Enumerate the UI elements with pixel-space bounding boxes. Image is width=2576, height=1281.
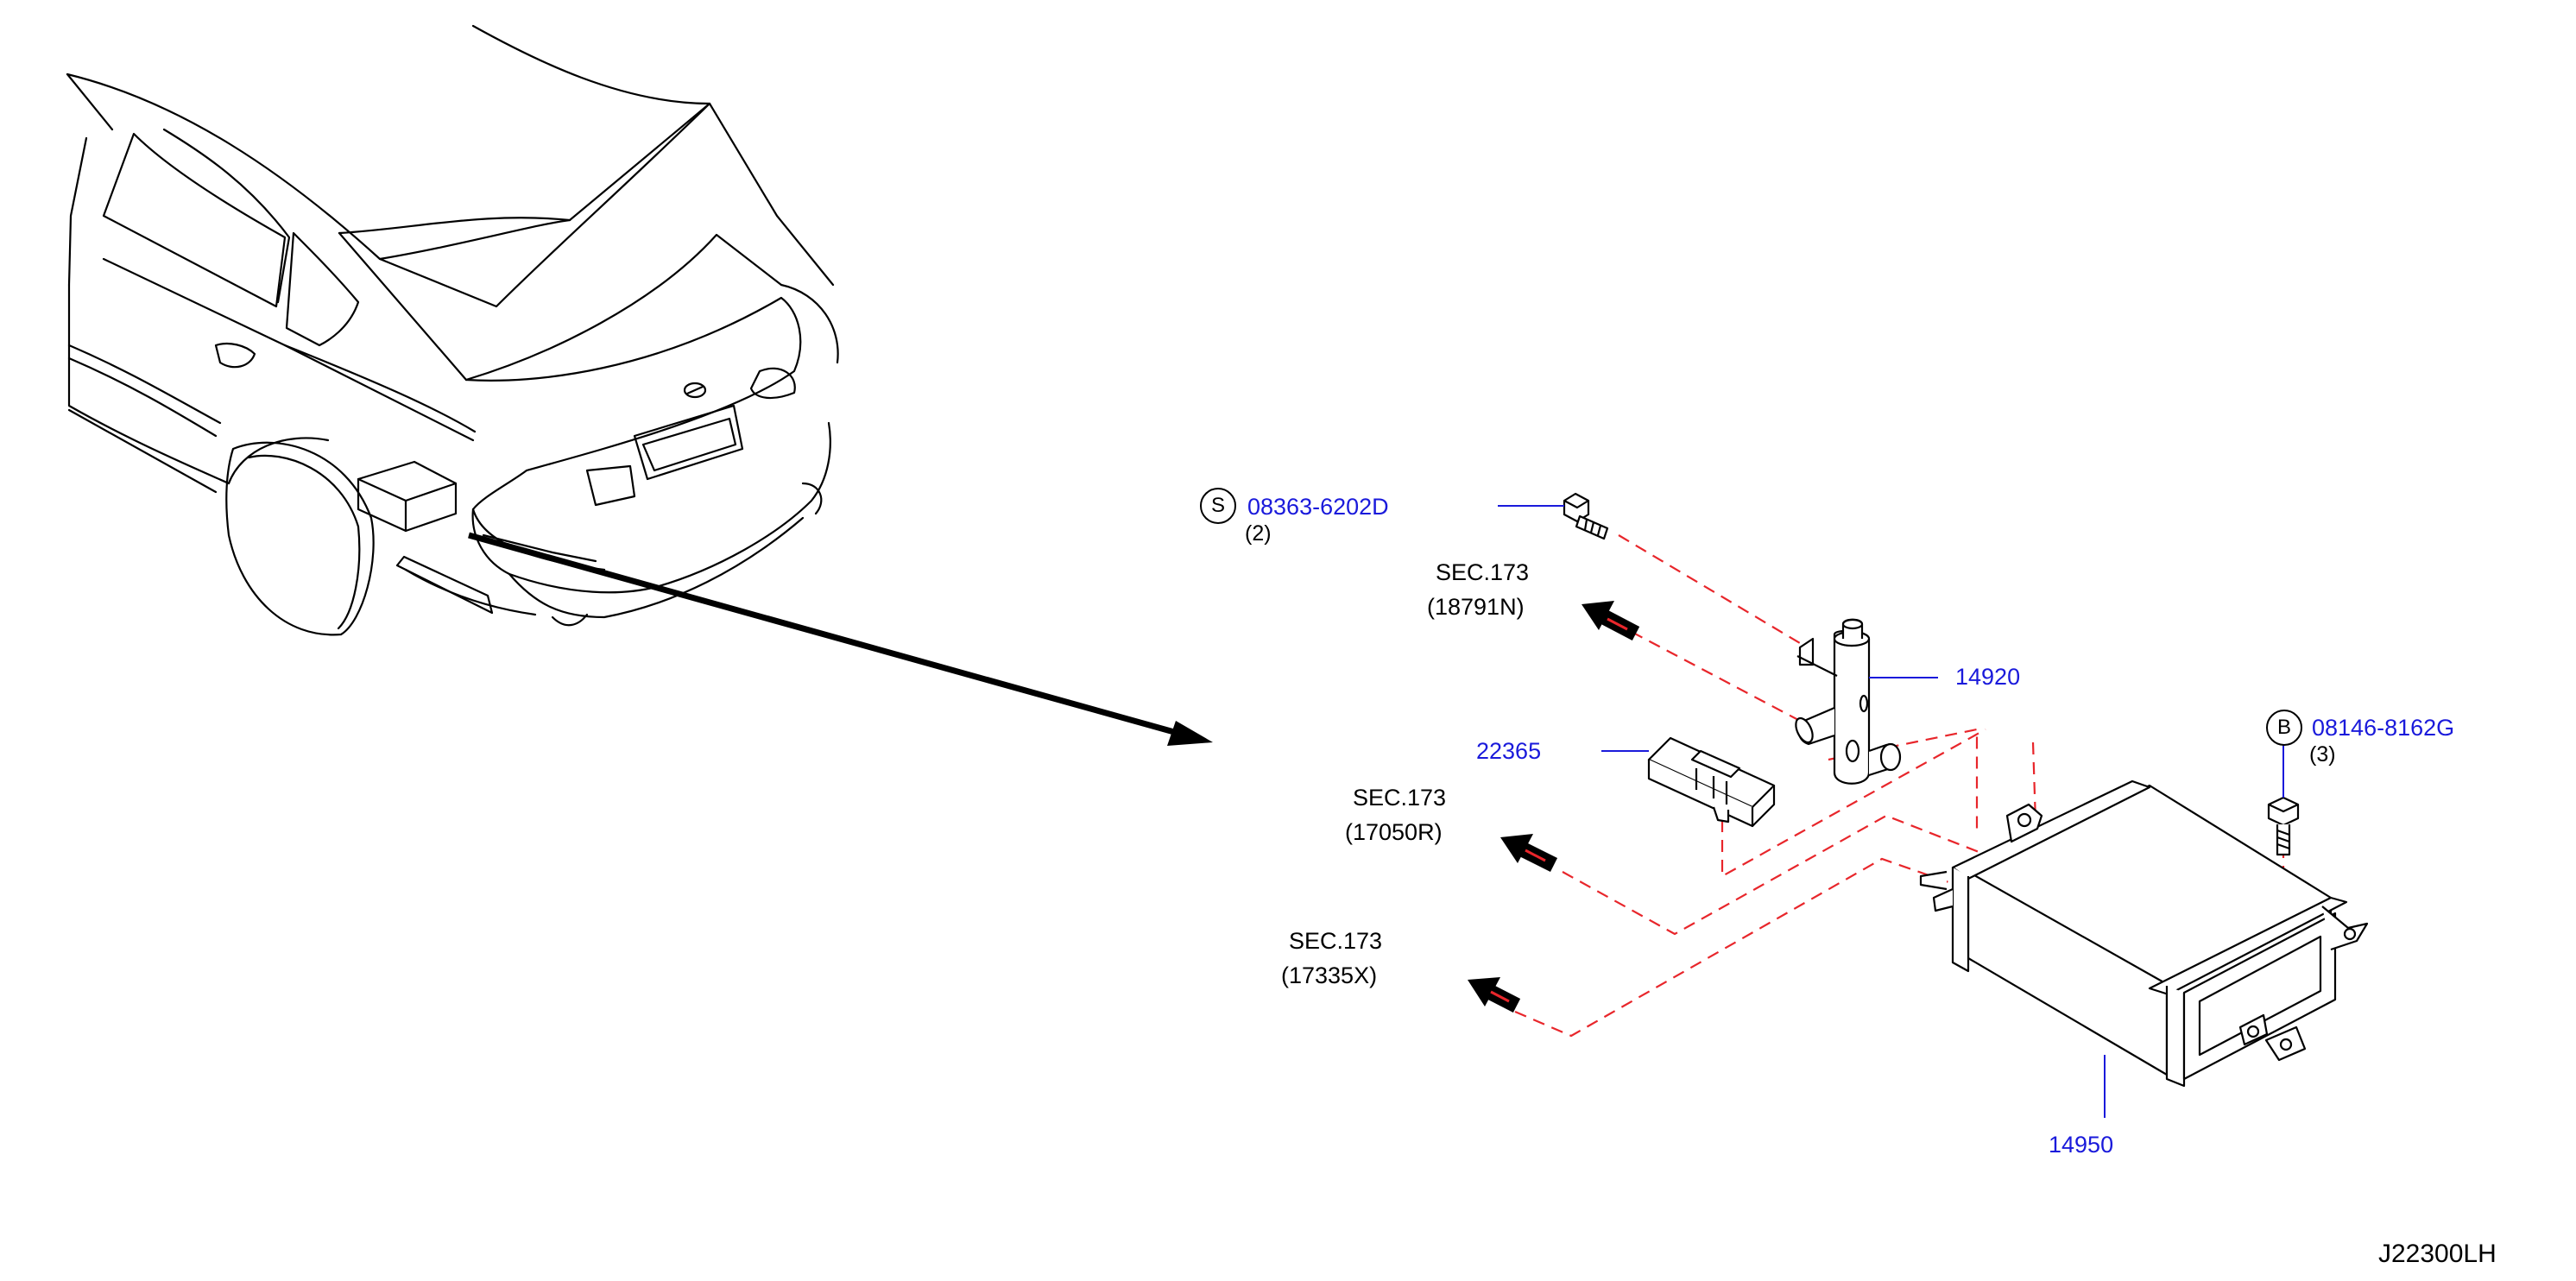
bolt-s-icon xyxy=(1563,492,1609,540)
valve-14920-icon xyxy=(1795,618,1902,785)
section-3-label[interactable]: SEC.173 xyxy=(1289,928,1383,954)
callout-part-22365[interactable]: 22365 xyxy=(1476,738,1542,764)
callout-symbol-b: B xyxy=(2266,710,2302,746)
canister-14950-icon xyxy=(1919,779,2369,1088)
callout-part-08363[interactable]: 08363-6202D xyxy=(1247,494,1389,520)
section-arrow-1 xyxy=(1582,601,1640,640)
section-1-ref[interactable]: (18791N) xyxy=(1427,594,1525,620)
callout-leaders xyxy=(1498,505,2284,1118)
section-2-label[interactable]: SEC.173 xyxy=(1353,785,1447,811)
callout-qty-s: (2) xyxy=(1245,521,1272,546)
callout-part-14920[interactable]: 14920 xyxy=(1955,664,2021,690)
callout-symbol-s: S xyxy=(1200,488,1236,524)
diagram-code: J22300LH xyxy=(2378,1240,2497,1268)
callout-part-08146[interactable]: 08146-8162G xyxy=(2312,715,2455,741)
section-1-label[interactable]: SEC.173 xyxy=(1436,559,1530,585)
sensor-22365-icon xyxy=(1647,736,1776,828)
callout-part-14950[interactable]: 14950 xyxy=(2049,1132,2114,1158)
section-arrow-3 xyxy=(1468,977,1521,1013)
bolt-b-icon xyxy=(2267,796,2300,856)
vehicle-outline xyxy=(66,24,839,636)
section-3-ref[interactable]: (17335X) xyxy=(1281,962,1378,988)
section-2-ref[interactable]: (17050R) xyxy=(1345,819,1443,845)
section-arrow-2 xyxy=(1500,834,1558,873)
callout-qty-b: (3) xyxy=(2309,742,2336,767)
leader-arrow xyxy=(468,532,1213,746)
